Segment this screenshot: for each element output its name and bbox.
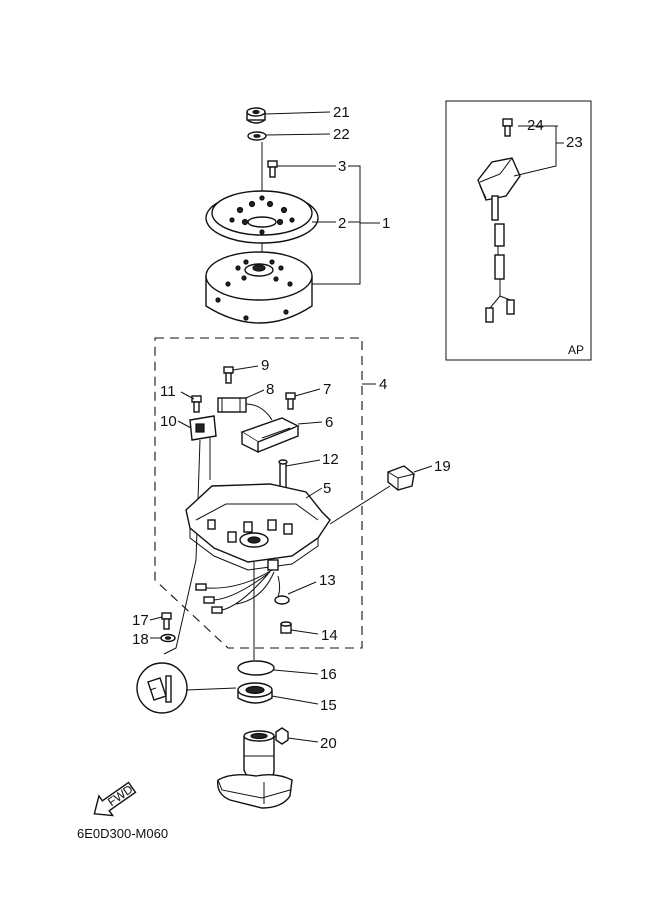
plate-2 xyxy=(205,190,319,244)
cdi-unit-23 xyxy=(477,157,521,323)
callout-24: 24 xyxy=(527,117,544,134)
screw-17 xyxy=(161,612,172,630)
callout-8: 8 xyxy=(266,381,274,398)
o-ring-16 xyxy=(237,660,275,676)
callout-23: 23 xyxy=(566,134,583,151)
callout-10: 10 xyxy=(160,413,177,430)
callout-3: 3 xyxy=(338,158,346,175)
callout-18: 18 xyxy=(132,631,149,648)
callout-15: 15 xyxy=(320,697,337,714)
pulser-coil-10 xyxy=(189,415,217,561)
crankshaft xyxy=(217,730,293,809)
coil-8 xyxy=(217,397,273,421)
callout-2: 2 xyxy=(338,215,346,232)
callout-7: 7 xyxy=(323,381,331,398)
callout-17: 17 xyxy=(132,612,149,629)
screw-3 xyxy=(267,160,278,178)
callout-9: 9 xyxy=(261,357,269,374)
oil-seal-15 xyxy=(237,682,273,704)
fwd-arrow-icon: FWD xyxy=(93,781,137,817)
ap-inset-label: AP xyxy=(568,343,584,357)
cap-19 xyxy=(387,465,415,491)
wire-harness xyxy=(195,559,290,614)
ap-inset: AP 24 23 xyxy=(445,100,592,361)
key-20 xyxy=(275,727,289,745)
bolt-24 xyxy=(502,118,513,137)
callout-13: 13 xyxy=(319,572,336,589)
washer-22 xyxy=(247,131,267,141)
screw-7 xyxy=(285,392,296,410)
screw-11 xyxy=(191,395,202,413)
flywheel-1 xyxy=(205,251,313,324)
callout-6: 6 xyxy=(325,414,333,431)
detail-view xyxy=(136,662,237,714)
nut-21 xyxy=(246,107,266,124)
charge-coil-6 xyxy=(240,417,300,454)
callout-22: 22 xyxy=(333,126,350,143)
nut-14 xyxy=(280,621,292,634)
callout-5: 5 xyxy=(323,480,331,497)
callout-16: 16 xyxy=(320,666,337,683)
callout-12: 12 xyxy=(322,451,339,468)
callout-1: 1 xyxy=(382,215,390,232)
callout-21: 21 xyxy=(333,104,350,121)
drawing-code: 6E0D300-M060 xyxy=(77,826,168,841)
callout-20: 20 xyxy=(320,735,337,752)
screw-9 xyxy=(223,366,234,384)
callout-11: 11 xyxy=(160,383,176,400)
callout-4: 4 xyxy=(379,376,387,393)
stator-base-5 xyxy=(185,483,331,571)
callout-19: 19 xyxy=(434,458,451,475)
callout-14: 14 xyxy=(321,627,338,644)
washer-18 xyxy=(160,633,176,643)
assembly-boundary-4 xyxy=(154,337,363,649)
